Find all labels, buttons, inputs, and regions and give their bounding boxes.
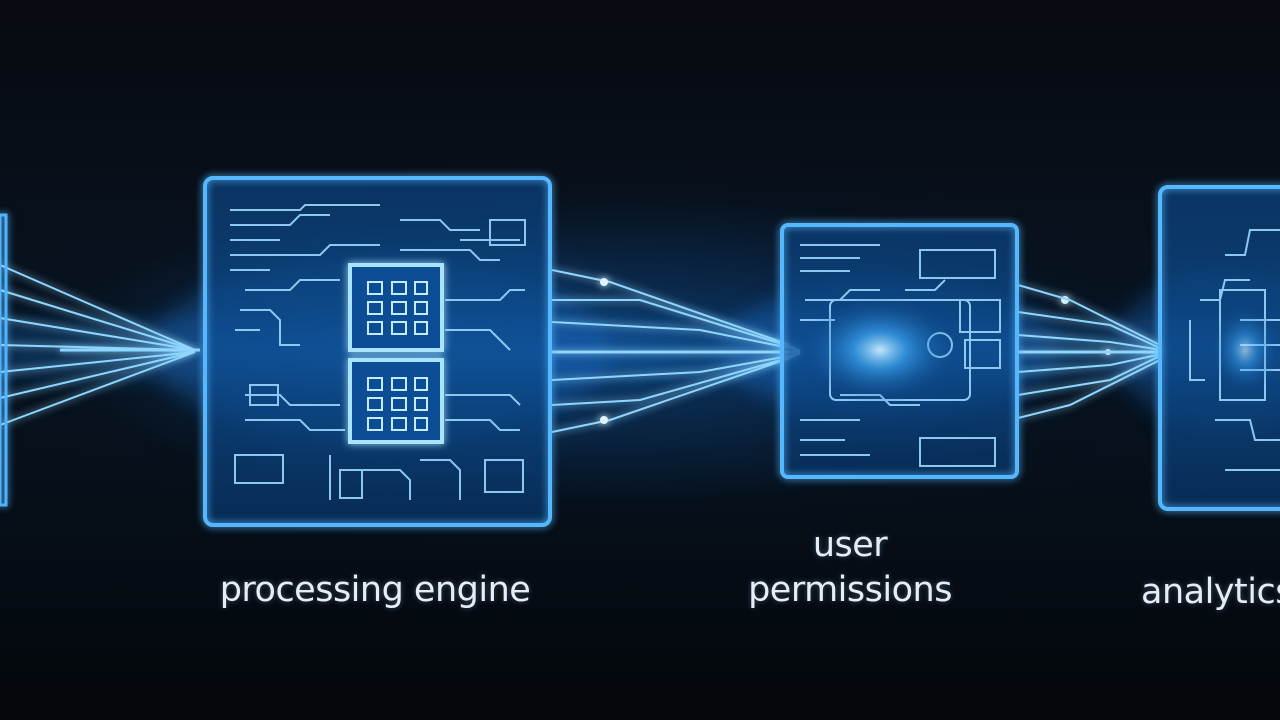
connector-user-analytics: [1017, 284, 1163, 419]
connector-processing-user: [551, 269, 801, 433]
core-glow: [800, 295, 960, 405]
analytics-panel: [1158, 185, 1280, 511]
user-permissions-label-line2: permissions: [748, 570, 952, 610]
connector-left: [0, 213, 200, 507]
analytics-label: analytics: [1141, 572, 1280, 612]
processing-engine-panel: [203, 176, 552, 527]
processing-engine-label: processing engine: [219, 570, 531, 610]
user-permissions-label-line1: user: [812, 525, 888, 565]
user-permissions-panel: [780, 223, 1019, 479]
